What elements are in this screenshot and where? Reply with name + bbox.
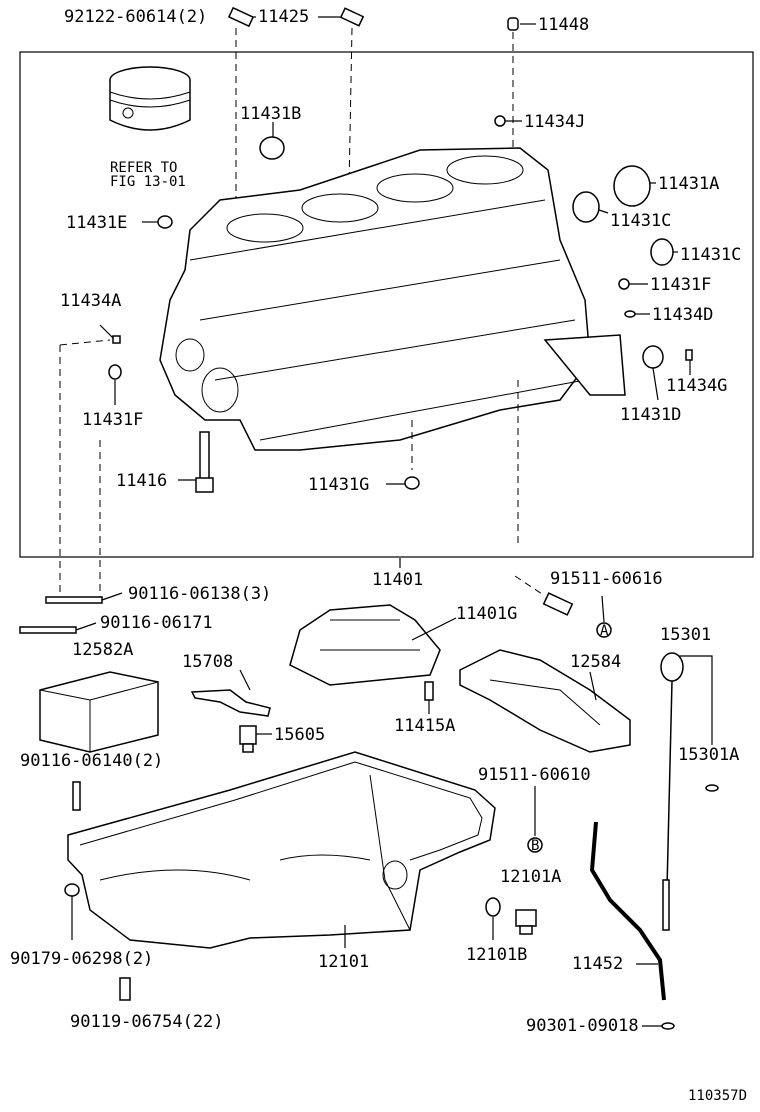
drain-plug-12101a-icon: [515, 909, 537, 935]
label-11431b: 11431B: [240, 104, 301, 124]
label-90116-06171: 90116-06171: [100, 613, 213, 633]
label-90179-06298: 90179-06298(2): [10, 949, 153, 969]
oil-strainer-icon: [289, 604, 457, 686]
label-11425: 11425: [258, 7, 309, 27]
plug-11431e-icon: [157, 215, 173, 229]
bolt-11415a-icon: [424, 681, 434, 701]
plug-90179-icon: [64, 883, 80, 897]
gasket-12101b-icon: [485, 897, 501, 917]
label-15708: 15708: [182, 652, 233, 672]
o-ring-90301-icon: [661, 1022, 675, 1030]
cylinder-block-frame: [19, 51, 754, 558]
baffle-plate-12584-icon: [459, 649, 631, 753]
dipstick-icon: [660, 652, 684, 931]
label-90116-06138: 90116-06138(3): [128, 584, 271, 604]
baffle-12582a-icon: [39, 671, 159, 753]
label-11431d: 11431D: [620, 405, 681, 425]
stud-bolt-icon: [339, 7, 365, 241]
label-11434d: 11434D: [652, 305, 713, 325]
plug-11431b-icon: [259, 136, 285, 160]
bolt-11416-icon: [195, 431, 214, 493]
label-11431g: 11431G: [308, 475, 369, 495]
label-11434j: 11434J: [524, 112, 585, 132]
pin-11434j-icon: [494, 115, 506, 127]
label-12101b: 12101B: [466, 945, 527, 965]
sensor-15605-icon: [239, 725, 257, 753]
label-90119-06754: 90119-06754(22): [70, 1012, 224, 1032]
label-11452: 11452: [572, 954, 623, 974]
label-refer-to: REFER TO: [110, 160, 177, 176]
label-11431e: 11431E: [66, 213, 127, 233]
label-11434a: 11434A: [60, 291, 121, 311]
label-15301a: 15301A: [678, 745, 739, 765]
pin-11434g-icon: [685, 349, 693, 361]
plug-11431c-icon: [572, 191, 600, 223]
stud-90116-06138-icon: [45, 345, 123, 604]
oil-pan-icon: [67, 751, 496, 949]
label-11431f-right: 11431F: [650, 275, 711, 295]
plug-11431a-icon: [613, 165, 651, 207]
label-11416: 11416: [116, 471, 167, 491]
label-92122-60614: 92122-60614(2): [64, 7, 207, 27]
label-11415a: 11415A: [394, 716, 455, 736]
label-11431f-left: 11431F: [82, 410, 143, 430]
pin-11434a-icon: [112, 335, 121, 344]
plug-11431d-icon: [642, 345, 664, 369]
label-11434g: 11434G: [666, 376, 727, 396]
ring-15301a-icon: [705, 784, 719, 792]
head-bolt-icon: [227, 6, 255, 205]
plug-11431f-left-icon: [108, 364, 122, 380]
label-11431a: 11431A: [658, 174, 719, 194]
label-11431c: 11431C: [610, 211, 671, 231]
bracket-15708-icon: [190, 669, 271, 717]
bolt-91511-60616-icon: [514, 575, 612, 638]
plug-11431c-2-icon: [650, 238, 674, 266]
mark-a-top: A: [600, 623, 609, 639]
plug-11431f-icon: [618, 278, 630, 290]
stud-90116-06140-icon: [72, 781, 81, 811]
label-12101: 12101: [318, 952, 369, 972]
label-11401g: 11401G: [456, 604, 517, 624]
mark-b-circle: [527, 837, 543, 853]
label-90116-06140: 90116-06140(2): [20, 751, 163, 771]
leader-lines-upper: [59, 16, 691, 485]
pin-11434d-icon: [624, 310, 636, 318]
plug-11448-icon: [507, 17, 519, 150]
label-fig-13-01: FIG 13-01: [110, 174, 186, 190]
label-11448: 11448: [538, 15, 589, 35]
leader-15301: [672, 655, 713, 745]
label-11431c-2: 11431C: [680, 245, 741, 265]
label-90301-09018: 90301-09018: [526, 1016, 639, 1036]
figure-id: 110357D: [688, 1088, 747, 1104]
cylinder-block-icon: [159, 147, 626, 545]
label-15301: 15301: [660, 625, 711, 645]
stud-90116-06171-icon: [19, 622, 97, 634]
dipstick-guide-icon: [589, 821, 666, 1001]
plug-11431g-icon: [404, 476, 420, 490]
label-12582a: 12582A: [72, 640, 133, 660]
label-91511-60610: 91511-60610: [478, 765, 591, 785]
label-15605: 15605: [274, 725, 325, 745]
piston-icon: [109, 66, 191, 131]
bolt-90119-icon: [119, 977, 131, 1001]
label-11401: 11401: [372, 570, 423, 590]
mark-b: B: [531, 838, 539, 854]
label-12584: 12584: [570, 652, 621, 672]
label-12101a: 12101A: [500, 867, 561, 887]
label-91511-60616: 91511-60616: [550, 569, 663, 589]
